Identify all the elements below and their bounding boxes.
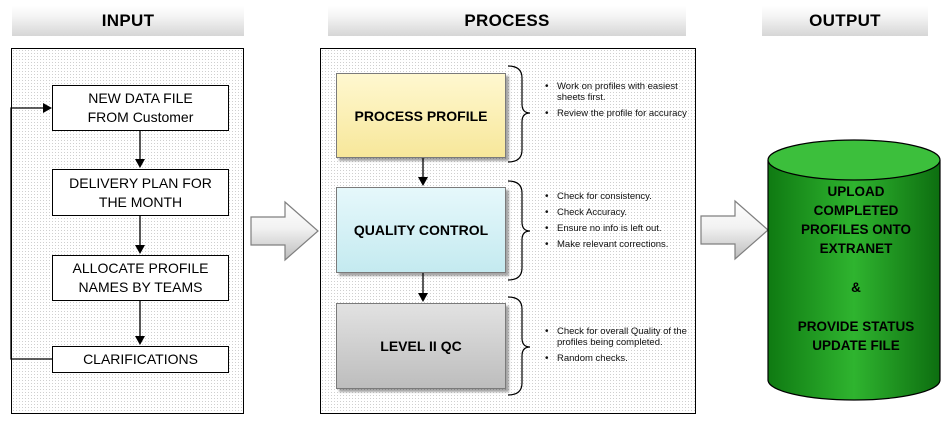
output-text: UPLOAD COMPLETED PROFILES ONTO EXTRANET …	[797, 184, 915, 353]
header-process: PROCESS	[328, 6, 686, 36]
block-arrow-process-to-output	[700, 199, 769, 261]
note-item: Ensure no info is left out.	[543, 223, 703, 234]
block-arrow-input-to-process	[250, 200, 319, 262]
process-step-process-profile: PROCESS PROFILE	[336, 73, 506, 158]
process-flow-arrows	[418, 158, 428, 302]
process-step-quality-control: QUALITY CONTROL	[336, 187, 506, 273]
notes-level-ii-qc: Check for overall Quality of the profile…	[543, 326, 703, 369]
header-output: OUTPUT	[762, 6, 928, 36]
header-input: INPUT	[12, 6, 244, 36]
process-step-level-ii-qc: LEVEL II QC	[336, 303, 506, 389]
note-item: Check for consistency.	[543, 191, 703, 202]
input-step-clarifications: CLARIFICATIONS	[52, 346, 229, 373]
input-flow-arrows	[135, 131, 145, 345]
note-item: Work on profiles with easiest sheets fir…	[543, 81, 703, 103]
note-item: Review the profile for accuracy	[543, 108, 703, 119]
feedback-loop-arrow	[10, 103, 52, 360]
note-item: Random checks.	[543, 353, 703, 364]
note-item: Make relevant corrections.	[543, 239, 703, 250]
note-item: Check for overall Quality of the profile…	[543, 326, 703, 348]
notes-process-profile: Work on profiles with easiest sheets fir…	[543, 81, 703, 124]
output-cylinder	[767, 139, 941, 401]
note-item: Check Accuracy.	[543, 207, 703, 218]
notes-quality-control: Check for consistency. Check Accuracy. E…	[543, 191, 703, 255]
note-braces	[507, 65, 531, 396]
